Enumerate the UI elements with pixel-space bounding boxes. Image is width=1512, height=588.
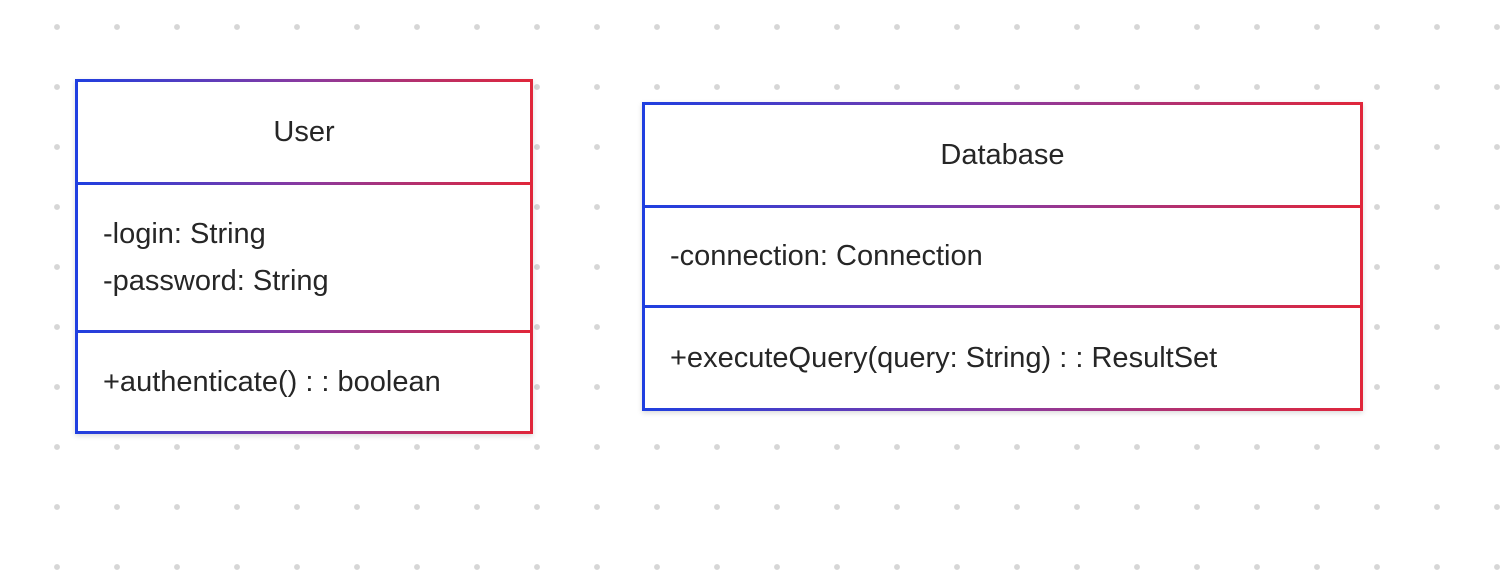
attributes-compartment: -connection: Connection bbox=[645, 208, 1360, 305]
class-name-compartment: User bbox=[78, 82, 530, 182]
class-name: User bbox=[273, 115, 335, 148]
class-box-user[interactable]: User -login: String -password: String +a… bbox=[75, 79, 533, 434]
operations-compartment: +authenticate() : : boolean bbox=[78, 333, 530, 431]
compartment-divider bbox=[645, 205, 1360, 208]
compartment-divider bbox=[78, 330, 530, 333]
attribute-connection: -connection: Connection bbox=[670, 240, 983, 272]
attribute-login: -login: String bbox=[103, 217, 266, 250]
attribute-password: -password: String bbox=[103, 264, 329, 297]
operation-execute-query: +executeQuery(query: String) : : ResultS… bbox=[670, 341, 1218, 374]
class-name: Database bbox=[940, 138, 1065, 171]
operation-authenticate: +authenticate() : : boolean bbox=[103, 365, 441, 398]
class-box-database[interactable]: Database -connection: Connection +execut… bbox=[642, 102, 1363, 411]
operations-compartment: +executeQuery(query: String) : : ResultS… bbox=[645, 308, 1360, 408]
attributes-compartment: -login: String -password: String bbox=[78, 185, 530, 330]
class-name-compartment: Database bbox=[645, 105, 1360, 205]
compartment-divider bbox=[645, 305, 1360, 308]
compartment-divider bbox=[78, 182, 530, 185]
